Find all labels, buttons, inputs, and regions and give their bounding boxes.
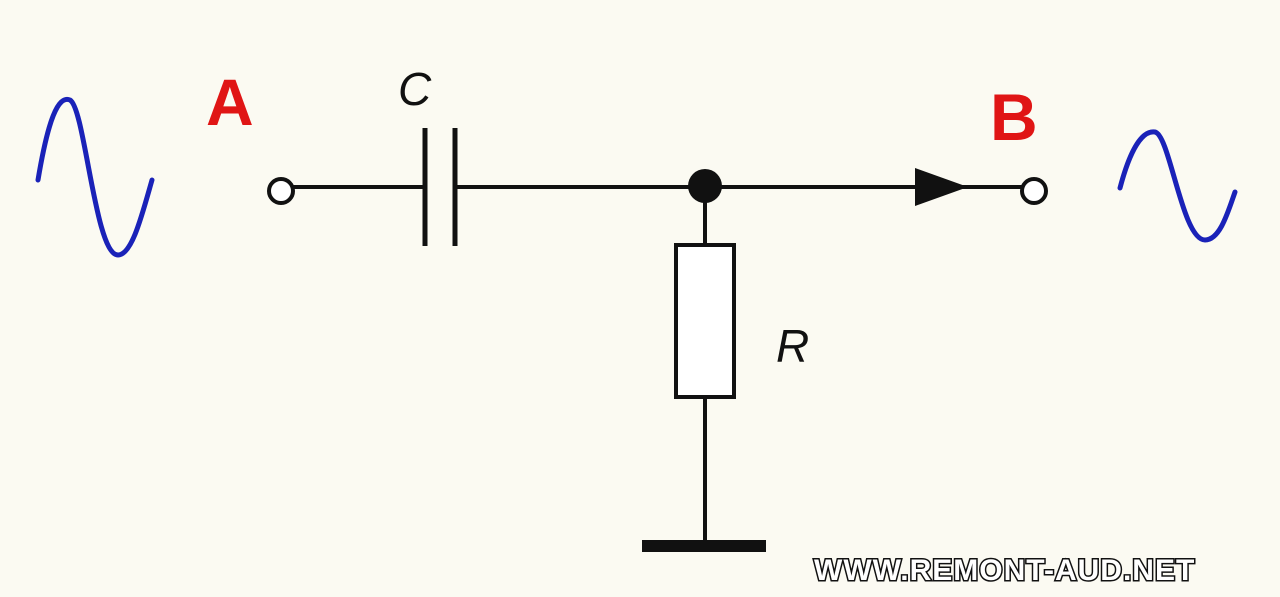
resistor-label: R	[776, 320, 809, 372]
terminal-a-label: A	[206, 65, 254, 139]
terminal-b-label: B	[990, 80, 1038, 154]
signal-direction-arrow	[915, 168, 968, 206]
terminal-a	[267, 177, 295, 205]
watermark: WWW.REMONT-AUD.NET	[814, 554, 1195, 587]
input-sine-wave	[35, 96, 155, 258]
capacitor-label: C	[398, 63, 432, 115]
junction-node	[688, 169, 722, 203]
output-sine-wave	[1117, 129, 1238, 243]
terminal-b	[1020, 177, 1048, 205]
resistor	[674, 243, 736, 399]
